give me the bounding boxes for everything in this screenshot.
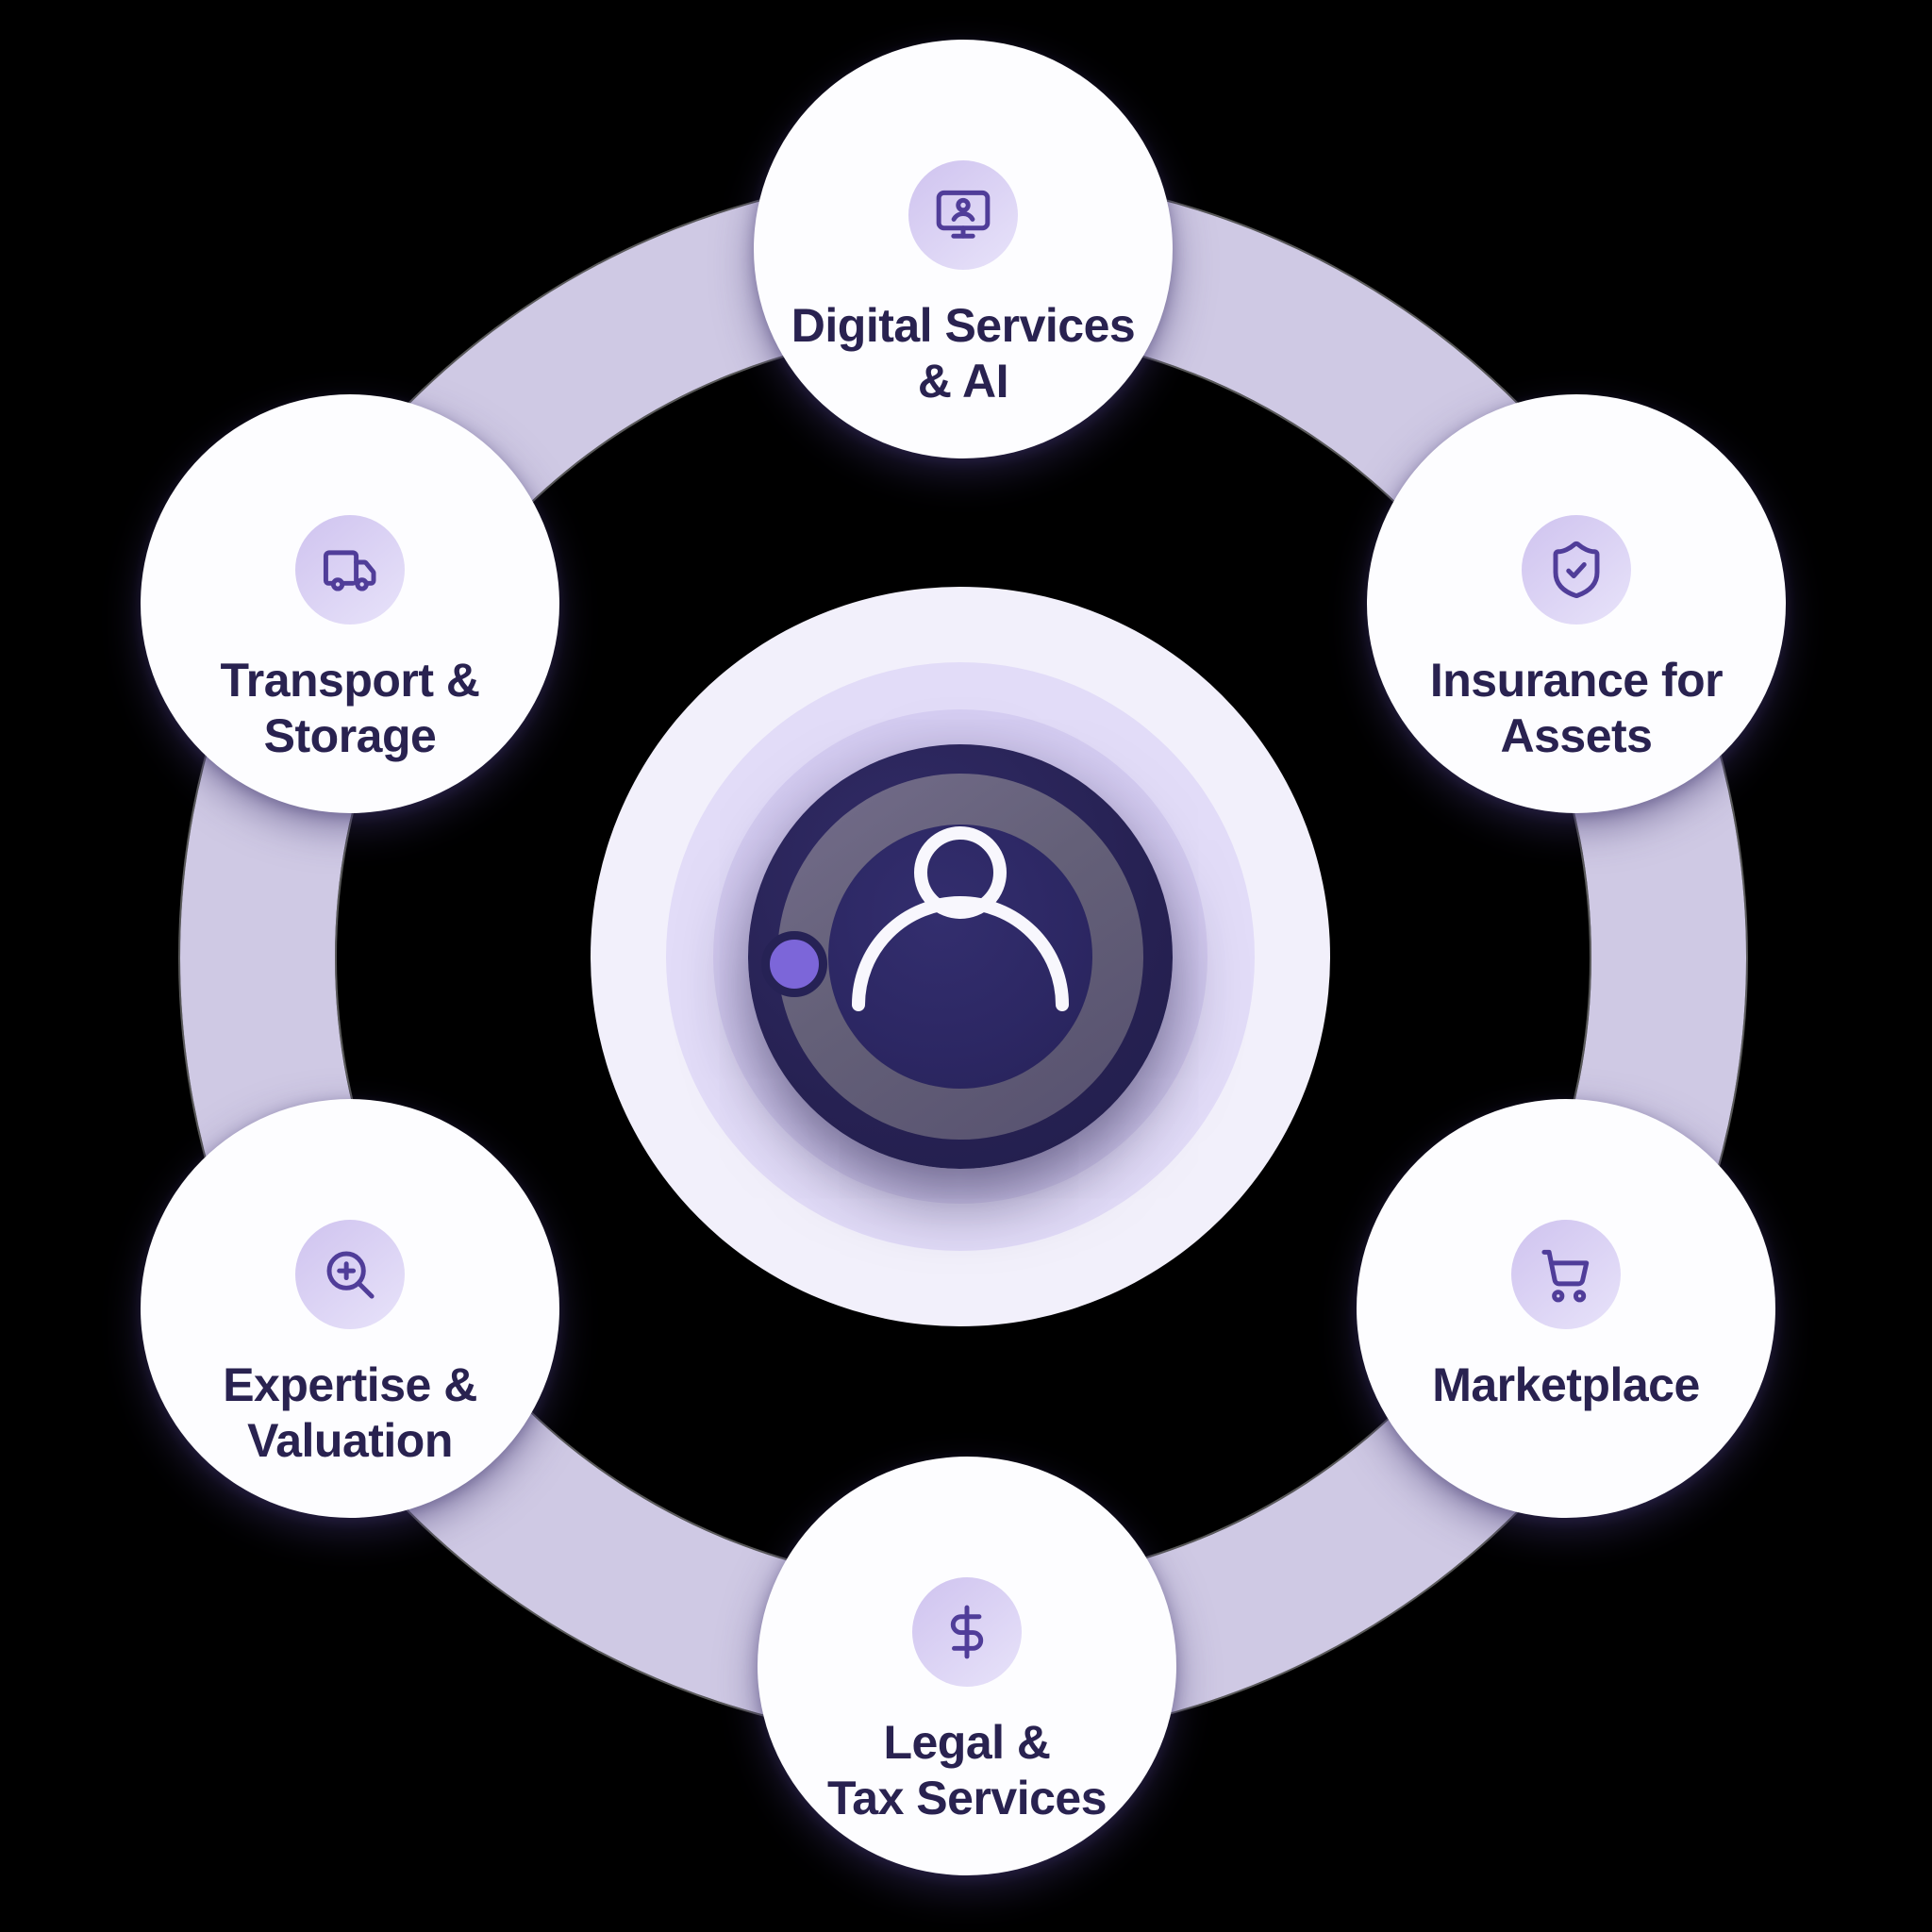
- node-transport-storage: Transport & Storage: [141, 394, 559, 813]
- node-label-line: Digital Services: [791, 299, 1136, 352]
- node-marketplace: Marketplace: [1357, 1099, 1775, 1518]
- node-label-line: Tax Services: [826, 1772, 1108, 1824]
- node-label-line: Storage: [263, 709, 437, 762]
- node-label: Expertise & Valuation: [223, 1357, 477, 1469]
- node-label: Legal & Tax Services: [826, 1715, 1108, 1826]
- node-label-line: Transport &: [220, 654, 480, 707]
- node-label-line: Expertise &: [223, 1358, 477, 1411]
- node-label: Insurance for Assets: [1429, 653, 1724, 764]
- node-label-line: Marketplace: [1432, 1358, 1700, 1411]
- user-icon: [852, 826, 1069, 1011]
- node-label: Digital Services & AI: [791, 298, 1136, 409]
- node-label: Transport & Storage: [220, 653, 480, 764]
- node-label-line: Valuation: [247, 1414, 453, 1467]
- node-label-line: Assets: [1500, 709, 1654, 762]
- node-label-line: & AI: [917, 355, 1009, 408]
- node-label-line: Legal &: [883, 1716, 1051, 1769]
- shopping-cart-icon: [1511, 1220, 1621, 1329]
- node-expertise-valuation: Expertise & Valuation: [141, 1099, 559, 1518]
- node-label-line: Insurance for: [1429, 654, 1724, 707]
- node-insurance-for-assets: Insurance for Assets: [1367, 394, 1786, 813]
- truck-icon: [295, 515, 405, 625]
- node-digital-services-ai: Digital Services & AI: [754, 40, 1173, 458]
- orbit-dot: [761, 931, 827, 997]
- shield-check-icon: [1522, 515, 1631, 625]
- zoom-in-icon: [295, 1220, 405, 1329]
- node-legal-tax-services: Legal & Tax Services: [758, 1457, 1176, 1875]
- monitor-user-icon: [908, 160, 1018, 270]
- node-label: Marketplace: [1432, 1357, 1700, 1413]
- dollar-icon: [912, 1577, 1022, 1687]
